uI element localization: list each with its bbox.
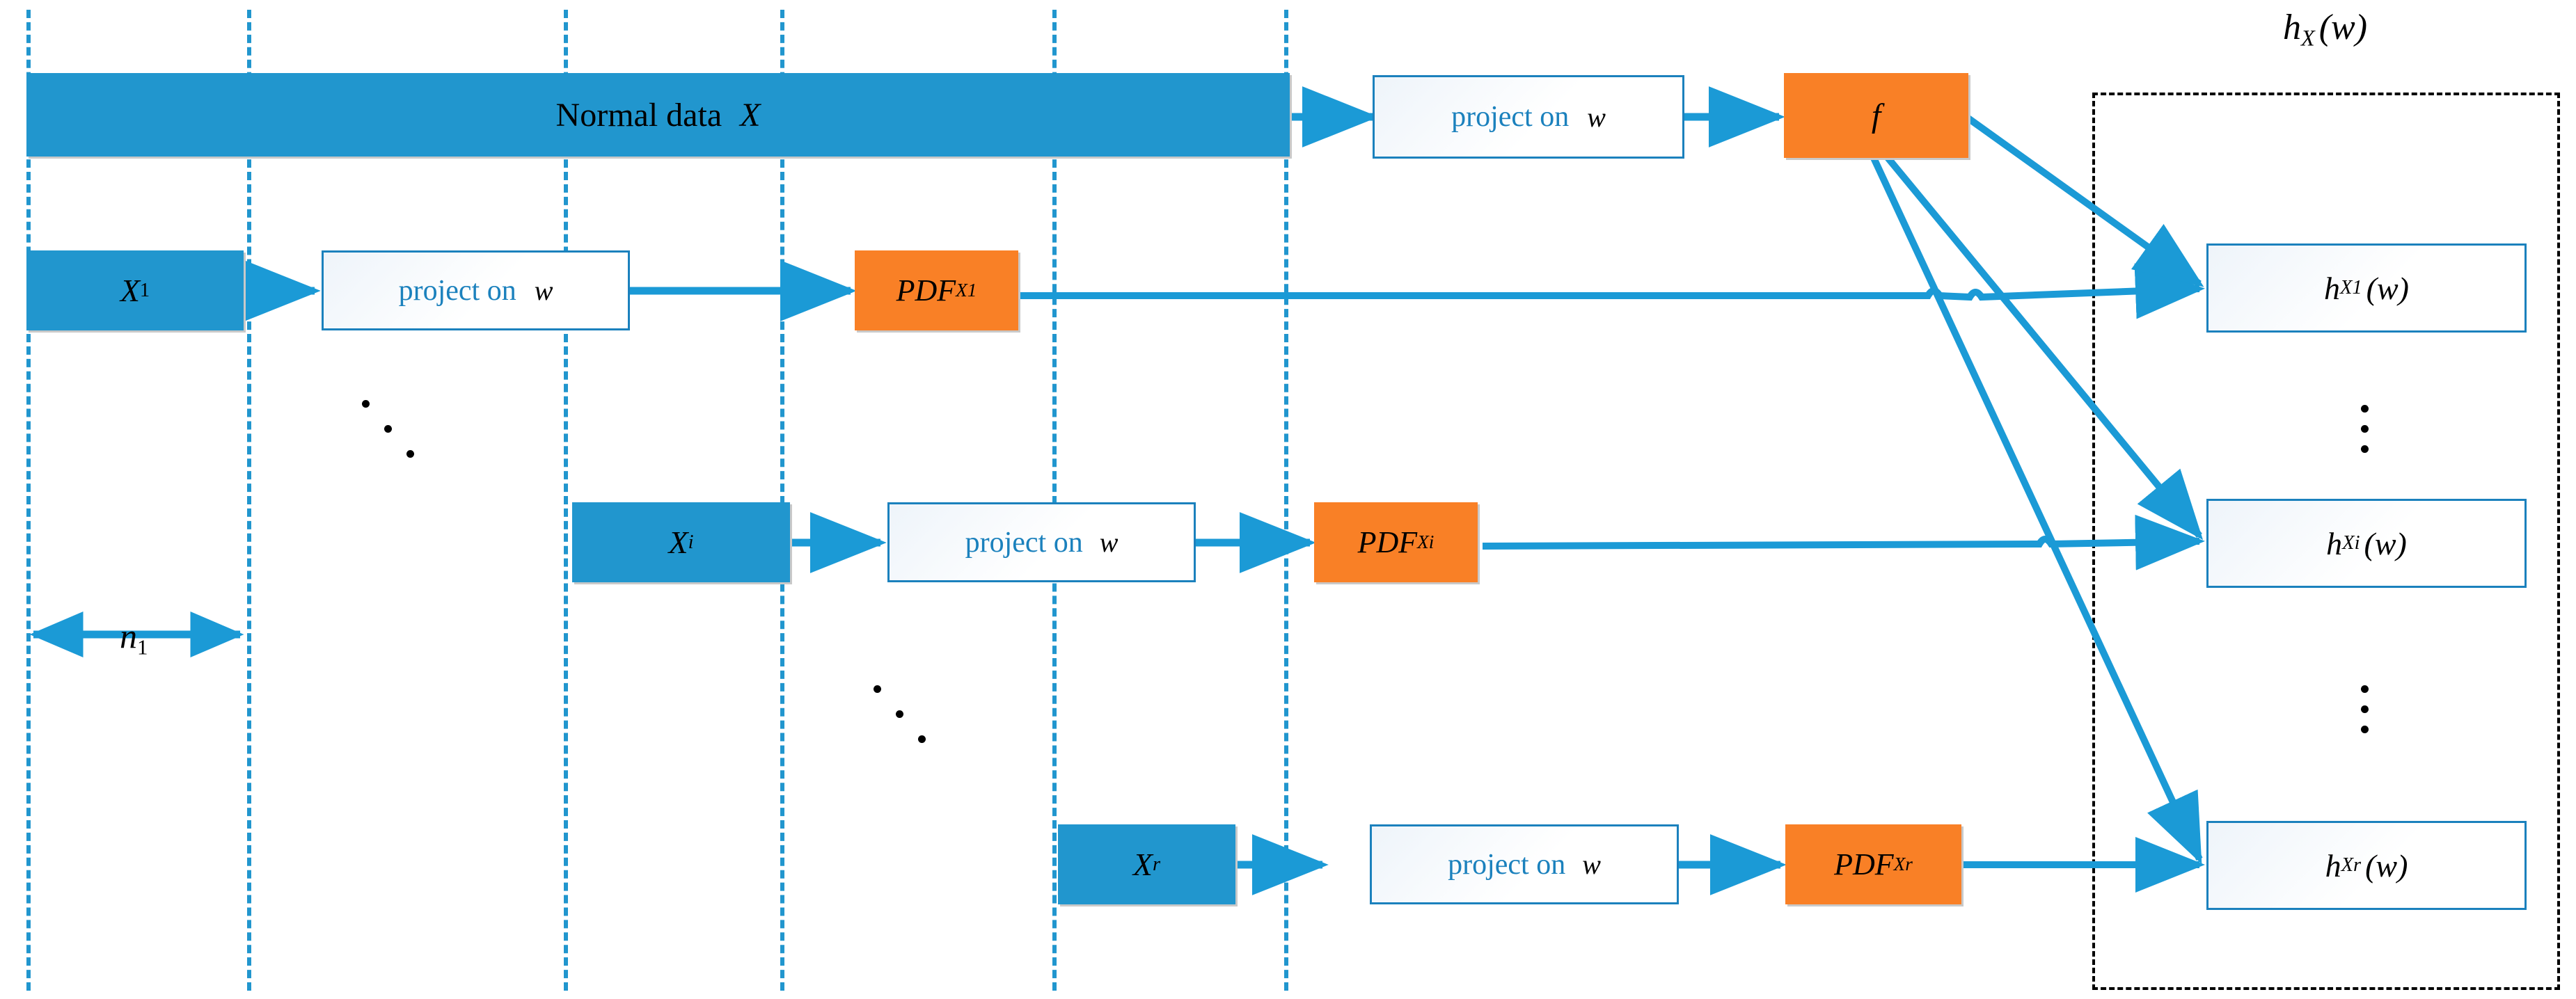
project-box-row1-var: w [534, 275, 553, 306]
ellipsis-dot [384, 425, 392, 433]
normal-data-label: Normal data [555, 96, 722, 134]
data-block-xi-var: X [668, 525, 688, 560]
output-box-hxr-base: h [2325, 847, 2341, 884]
pdf-block-xr-sub: Xr [1893, 854, 1913, 874]
normal-data-var: X [740, 96, 761, 134]
ellipsis-dot [2361, 685, 2369, 693]
partition-line-4 [780, 10, 784, 991]
pdf-block-xi-sub: Xi [1417, 532, 1435, 552]
output-box-hx1-sub: X1 [2339, 277, 2362, 298]
ellipsis-dot [2361, 445, 2369, 453]
partition-line-6 [1284, 10, 1288, 991]
project-box-rowi-text: project on [965, 526, 1083, 559]
region-label-sub: X [2301, 25, 2315, 51]
project-box-rowi-var: w [1099, 527, 1119, 558]
output-box-hxr-sub: Xr [2341, 854, 2362, 876]
data-block-x1-var: X [120, 273, 140, 308]
data-block-xr-var: X [1132, 847, 1153, 882]
project-box-rowr[interactable]: project on w [1370, 824, 1679, 904]
pdf-block-x1-sub: X1 [956, 280, 977, 301]
ellipsis-dot [918, 735, 926, 743]
pdf-block-xi-text: PDF [1357, 525, 1418, 559]
ellipsis-dot [2361, 405, 2369, 413]
ellipsis-dot [2361, 425, 2369, 433]
output-box-hx1-arg: (w) [2366, 270, 2409, 306]
ellipsis-dot [896, 710, 903, 718]
normal-data-block: Normal data X [26, 73, 1290, 157]
output-box-hxi-arg: (w) [2364, 525, 2407, 561]
pdf-block-x1-text: PDF [896, 273, 956, 307]
f-label: f [1871, 97, 1881, 134]
ellipsis-outputs-i-to-r [2361, 685, 2369, 733]
data-block-x1-sub: 1 [139, 279, 150, 301]
region-label-arg: (w) [2318, 8, 2368, 47]
data-block-xi-sub: i [688, 531, 694, 553]
ellipsis-dot [874, 685, 881, 693]
output-box-hxr-arg: (w) [2365, 847, 2408, 884]
project-box-row1[interactable]: project on w [322, 250, 630, 330]
project-box-rowr-var: w [1582, 849, 1601, 880]
f-block: f [1784, 73, 1968, 158]
partition-line-1 [26, 10, 31, 991]
partition-line-5 [1052, 10, 1057, 991]
measure-label-base: n [120, 616, 137, 655]
ellipsis-dot [2361, 726, 2369, 733]
partition-line-2 [247, 10, 251, 991]
project-box-rowi[interactable]: project on w [887, 502, 1196, 582]
region-label-hx: hX(w) [2283, 7, 2367, 51]
project-box-top[interactable]: project on w [1373, 75, 1684, 159]
project-box-top-text: project on [1451, 101, 1570, 133]
measure-label-n1: n1 [120, 616, 148, 660]
partition-line-3 [564, 10, 568, 991]
ellipsis-dot [362, 400, 370, 408]
data-block-xr-sub: r [1153, 853, 1161, 875]
output-box-hx1-base: h [2323, 270, 2340, 306]
output-box-hxi-sub: Xi [2342, 532, 2360, 554]
pdf-block-xr-text: PDF [1834, 847, 1894, 881]
output-box-hxi-base: h [2326, 525, 2343, 561]
region-label-base: h [2283, 8, 2301, 47]
ellipsis-dot [406, 450, 414, 458]
ellipsis-outputs-1-to-i [2361, 405, 2369, 453]
project-box-row1-text: project on [398, 274, 516, 307]
project-box-rowr-text: project on [1448, 848, 1566, 881]
ellipsis-dot [2361, 705, 2369, 713]
project-box-top-var: w [1587, 101, 1606, 133]
measure-label-sub: 1 [137, 634, 148, 660]
